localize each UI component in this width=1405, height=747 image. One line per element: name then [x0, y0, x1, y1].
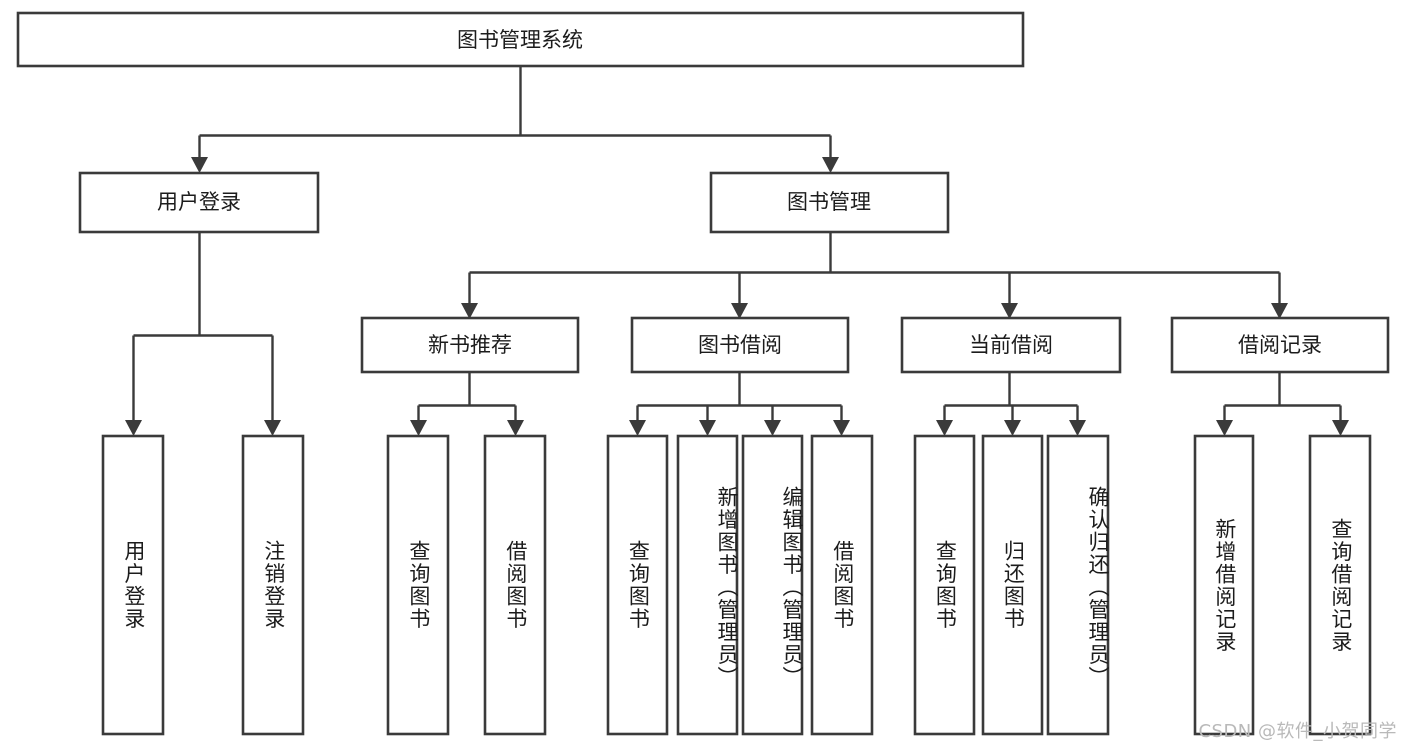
node-leaf-query-book-1-box[interactable]: [386, 434, 450, 736]
arrowhead-leaf-logout: [264, 420, 281, 436]
arrowhead-leaf-add-borrow-record: [1216, 420, 1233, 436]
node-leaf-borrow-book-2-box[interactable]: [810, 434, 874, 736]
node-current-borrow-box[interactable]: [900, 316, 1122, 374]
node-leaf-query-borrow-record-box[interactable]: [1308, 434, 1372, 736]
node-borrow-record-box[interactable]: [1170, 316, 1390, 374]
arrowhead-leaf-query-book-2: [629, 420, 646, 436]
arrowhead-leaf-edit-book-admin: [764, 420, 781, 436]
node-book-borrow-box[interactable]: [630, 316, 850, 374]
node-leaf-edit-book-admin-box[interactable]: [741, 434, 804, 736]
arrowhead-leaf-query-book-3: [936, 420, 953, 436]
node-new-book-rec-label: 新书推荐: [428, 333, 512, 357]
arrowhead-borrow-record: [1271, 303, 1288, 319]
node-new-book-rec-box[interactable]: [360, 316, 580, 374]
arrowhead-leaf-user-login: [125, 420, 142, 436]
node-book-manage-box[interactable]: [709, 171, 950, 234]
arrowhead-leaf-borrow-book-1: [507, 420, 524, 436]
connectors-layer: [125, 66, 1349, 436]
arrowhead-book-manage: [822, 157, 839, 173]
node-leaf-add-book-admin-box[interactable]: [676, 434, 739, 736]
node-root-label: 图书管理系统: [457, 28, 583, 52]
node-leaf-return-book-box[interactable]: [981, 434, 1044, 736]
arrowhead-leaf-query-borrow-record: [1332, 420, 1349, 436]
arrowhead-leaf-query-book-1: [410, 420, 427, 436]
node-user-login-box[interactable]: [78, 171, 320, 234]
node-book-manage-label: 图书管理: [787, 190, 871, 214]
nodes-layer: 图书管理系统 用户登录 图书管理 新书推荐 图书借阅 当前借阅 借阅记录: [16, 11, 1390, 736]
node-borrow-record-label: 借阅记录: [1238, 333, 1322, 357]
csdn-watermark: CSDN @软件_小贺同学: [1198, 721, 1397, 742]
arrowhead-new-book-rec: [461, 303, 478, 319]
node-root-box[interactable]: [16, 11, 1025, 68]
node-current-borrow-label: 当前借阅: [969, 333, 1053, 357]
arrowhead-leaf-confirm-return-admin: [1069, 420, 1086, 436]
node-leaf-query-book-3-box[interactable]: [913, 434, 976, 736]
node-leaf-logout-box[interactable]: [241, 434, 305, 736]
arrowhead-leaf-add-book-admin: [699, 420, 716, 436]
arrowhead-leaf-borrow-book-2: [833, 420, 850, 436]
node-leaf-add-borrow-record-box[interactable]: [1193, 434, 1255, 736]
node-leaf-confirm-return-admin-box[interactable]: [1046, 434, 1110, 736]
arrowhead-current-borrow: [1001, 303, 1018, 319]
arrowhead-user-login: [191, 157, 208, 173]
node-user-login-label: 用户登录: [157, 190, 241, 214]
node-book-borrow-label: 图书借阅: [698, 333, 782, 357]
node-leaf-user-login-box[interactable]: [101, 434, 165, 736]
node-leaf-borrow-book-1-box[interactable]: [483, 434, 547, 736]
node-leaf-query-book-2-box[interactable]: [606, 434, 669, 736]
arrowhead-book-borrow: [731, 303, 748, 319]
arrowhead-leaf-return-book: [1004, 420, 1021, 436]
